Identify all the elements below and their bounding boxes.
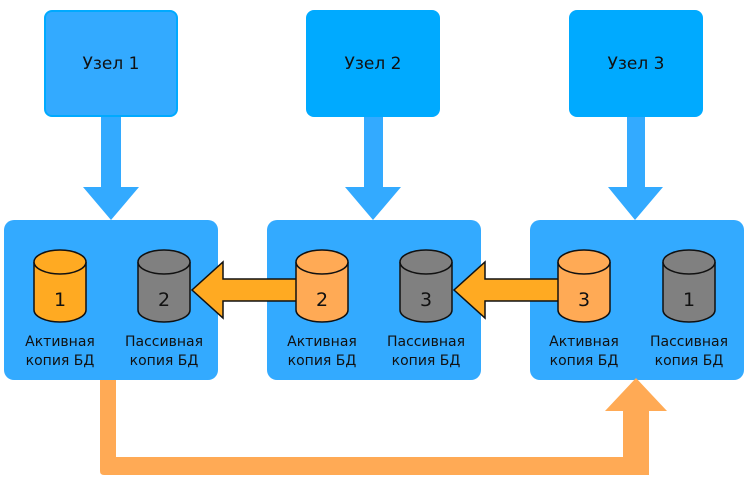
label-line1: Активная bbox=[287, 334, 357, 350]
db-active-server1: 1 bbox=[33, 249, 87, 323]
db-active-server2-label: Активная копия БД bbox=[272, 333, 372, 371]
node-3-box: Узел 3 bbox=[569, 10, 703, 117]
replication-arrow-server2-to-server1 bbox=[190, 260, 298, 320]
node-1-label: Узел 1 bbox=[82, 53, 140, 74]
label-line1: Активная bbox=[25, 334, 95, 350]
db-passive-server3-number: 1 bbox=[683, 289, 695, 311]
label-line2: копия БД bbox=[129, 353, 199, 369]
db-passive-server1: 2 bbox=[137, 249, 191, 323]
arrow-node2-to-server2 bbox=[345, 117, 401, 220]
label-line2: копия БД bbox=[287, 353, 357, 369]
replication-arrow-server3-to-server2 bbox=[452, 260, 561, 320]
label-line1: Пассивная bbox=[124, 334, 203, 350]
arrow-node1-to-server1 bbox=[83, 117, 139, 220]
db-active-server2: 2 bbox=[295, 249, 349, 323]
db-active-server3: 3 bbox=[557, 249, 611, 323]
label-line2: копия БД bbox=[25, 353, 95, 369]
db-active-server3-label: Активная копия БД bbox=[534, 333, 634, 371]
label-line2: копия БД bbox=[549, 353, 619, 369]
node-2-box: Узел 2 bbox=[306, 10, 440, 117]
label-line1: Пассивная bbox=[386, 334, 465, 350]
db-passive-server1-label: Пассивная копия БД bbox=[114, 333, 214, 371]
node-2-label: Узел 2 bbox=[344, 53, 402, 74]
db-passive-server2-label: Пассивная копия БД bbox=[376, 333, 476, 371]
db-active-server3-number: 3 bbox=[578, 289, 590, 311]
node-1-box: Узел 1 bbox=[44, 10, 178, 117]
db-passive-server3: 1 bbox=[662, 249, 716, 323]
return-arrow-server1-to-server3 bbox=[100, 378, 667, 475]
db-passive-server3-label: Пассивная копия БД bbox=[639, 333, 739, 371]
node-3-label: Узел 3 bbox=[607, 53, 665, 74]
db-active-server1-number: 1 bbox=[54, 289, 66, 311]
db-passive-server2: 3 bbox=[399, 249, 453, 323]
label-line1: Пассивная bbox=[649, 334, 728, 350]
db-passive-server1-number: 2 bbox=[158, 289, 170, 311]
label-line2: копия БД bbox=[391, 353, 461, 369]
label-line1: Активная bbox=[549, 334, 619, 350]
arrow-node3-to-server3 bbox=[608, 117, 663, 220]
db-passive-server2-number: 3 bbox=[420, 289, 432, 311]
db-active-server1-label: Активная копия БД bbox=[10, 333, 110, 371]
db-active-server2-number: 2 bbox=[316, 289, 328, 311]
label-line2: копия БД bbox=[654, 353, 724, 369]
